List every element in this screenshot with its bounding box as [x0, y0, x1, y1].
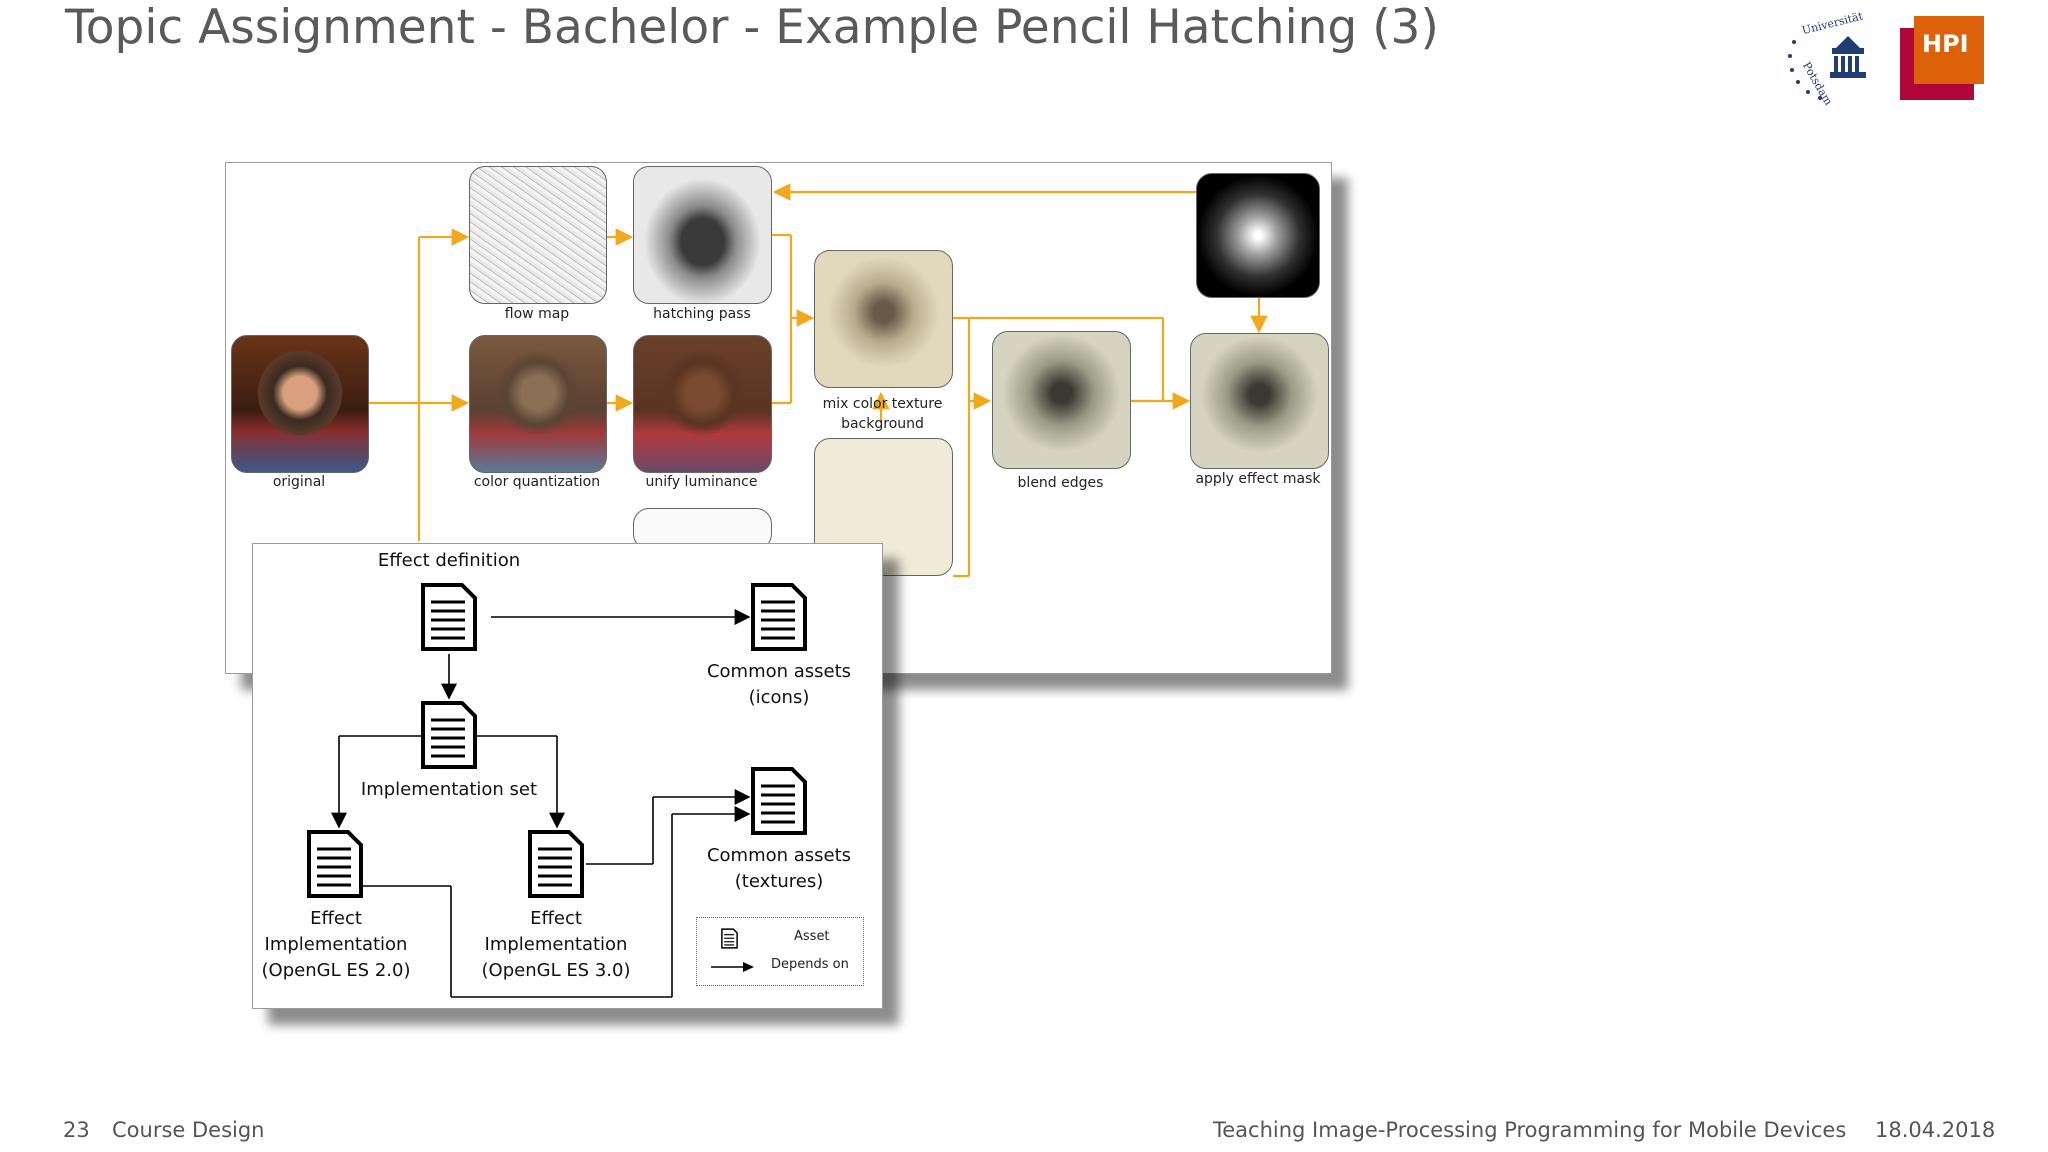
legend-depends-on-label: Depends on [771, 957, 849, 972]
effect-impl-es2-label-2: Implementation [264, 934, 408, 955]
section-name: Course Design [112, 1118, 265, 1142]
hatching-pass-image [633, 166, 772, 304]
slide-date: 18.04.2018 [1875, 1118, 1996, 1142]
svg-text:Universität: Universität [1801, 12, 1865, 37]
common-assets-textures-document-icon [751, 767, 807, 835]
unify-luminance-label: unify luminance [645, 474, 758, 490]
original-label: original [272, 474, 326, 490]
effect-diagram-panel: Effect definition Common assets (icons) … [252, 543, 883, 1009]
effect-impl-es2-label-3: (OpenGL ES 2.0) [261, 960, 411, 981]
svg-text:Potsdam: Potsdam [1800, 60, 1835, 108]
pipeline-arrows [369, 183, 1268, 578]
common-assets-icons-label-2: (icons) [748, 687, 810, 708]
effect-impl-es3-label-3: (OpenGL ES 3.0) [481, 960, 631, 981]
effect-impl-es2-label-1: Effect [310, 908, 362, 929]
common-assets-textures-label-2: (textures) [734, 871, 824, 892]
flow-map-label: flow map [504, 306, 570, 322]
effect-definition-label: Effect definition [377, 550, 521, 571]
apply-effect-mask-label: apply effect mask [1195, 471, 1321, 487]
effect-impl-es2-document-icon [307, 830, 363, 898]
university-potsdam-logo: Universität Potsdam [1788, 12, 1866, 108]
unify-luminance-image [633, 335, 772, 473]
blend-edges-label: blend edges [1017, 475, 1104, 491]
effect-definition-document-icon [421, 583, 477, 651]
course-title: Teaching Image-Processing Programming fo… [1213, 1118, 1847, 1142]
flow-map-image [469, 166, 607, 304]
color-quantization-label: color quantization [473, 474, 601, 490]
blend-edges-image [992, 331, 1131, 469]
implementation-set-label: Implementation set [360, 779, 538, 800]
mix-color-texture-label-2: background [841, 416, 924, 432]
apply-effect-mask-image [1190, 333, 1329, 469]
diagram-legend: Asset Depends on [696, 917, 864, 986]
legend-arrow-icon [711, 962, 754, 972]
original-image [231, 335, 369, 473]
slide-title: Topic Assignment - Bachelor - Example Pe… [65, 0, 1439, 55]
effect-mask-image [1196, 173, 1320, 298]
hpi-logo-text: HPI [1922, 30, 1969, 58]
page-number: 23 [63, 1118, 90, 1142]
common-assets-textures-label-1: Common assets [706, 845, 852, 866]
implementation-set-document-icon [421, 701, 477, 769]
hpi-logo: HPI [1898, 16, 1986, 102]
common-assets-icons-document-icon [751, 583, 807, 651]
effect-impl-es3-label-1: Effect [530, 908, 582, 929]
hatching-pass-label: hatching pass [653, 306, 751, 322]
mix-color-texture-image [814, 250, 953, 388]
legend-asset-label: Asset [794, 929, 830, 944]
legend-asset-icon [721, 928, 738, 949]
effect-impl-es3-label-2: Implementation [484, 934, 628, 955]
common-assets-icons-label-1: Common assets [706, 661, 852, 682]
effect-diagram-arrows [331, 609, 751, 998]
mix-color-texture-label-1: mix color texture [822, 396, 943, 412]
effect-impl-es3-document-icon [528, 830, 584, 898]
color-quantization-image [469, 335, 607, 473]
